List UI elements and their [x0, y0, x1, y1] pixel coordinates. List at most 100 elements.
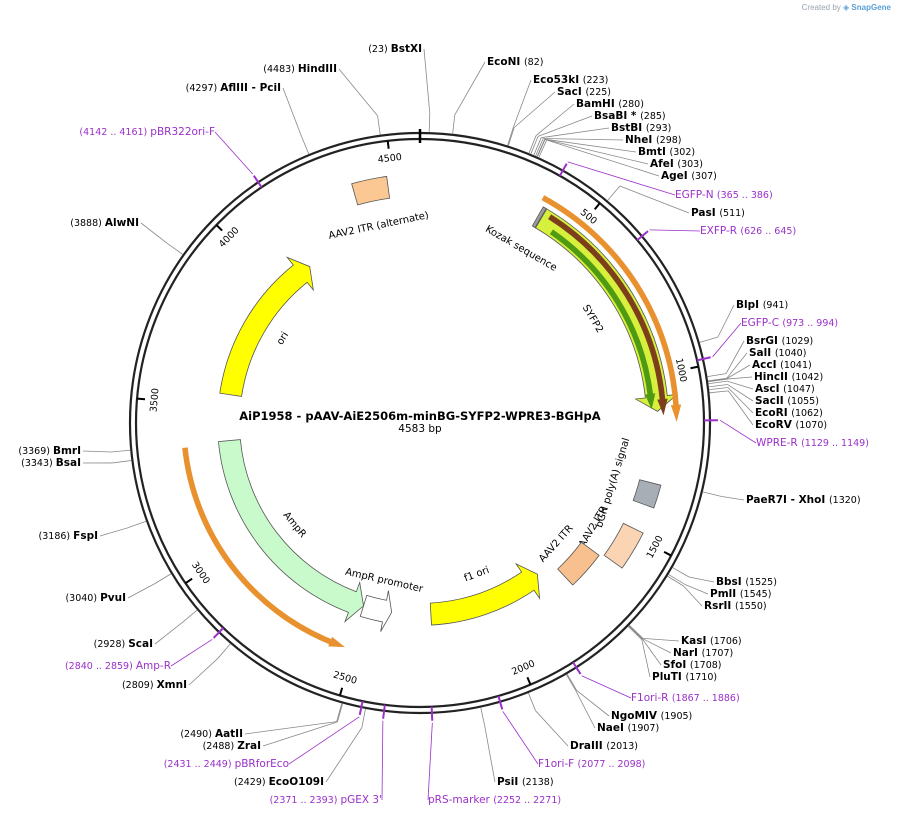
site-leader	[699, 336, 718, 343]
feature-ampr-promoter	[359, 590, 393, 632]
site-label: AfeI (303)	[650, 158, 703, 170]
site-sfoi: SfoI (1708)	[628, 625, 722, 671]
site-leader	[707, 377, 727, 382]
site-paer7i-xhoi: PaeR7I - XhoI (1320)	[702, 491, 861, 506]
site-leader	[507, 127, 514, 146]
site-label: (3888) AlwNI	[70, 217, 139, 229]
site-leader	[154, 573, 172, 584]
site-label: BstBI (293)	[611, 122, 671, 134]
site-bsai: (3343) BsaI	[21, 457, 132, 469]
site-leader	[536, 139, 546, 157]
site-connector	[140, 222, 168, 244]
site-leader	[301, 136, 310, 155]
site-label: Eco53kI (223)	[533, 74, 608, 86]
site-connector	[541, 127, 610, 139]
site-blpi: BlpI (941)	[699, 299, 788, 343]
site-fspi: (3186) FspI	[39, 520, 147, 542]
site-leader	[628, 625, 643, 640]
site-label: (3343) BsaI	[21, 457, 81, 469]
plasmid-title: AiP1958 - pAAV-AiE2506m-minBG-SYFP2-WPRE…	[239, 409, 601, 423]
tick-label-1000: 1000	[673, 357, 689, 383]
primer-label: (4142 .. 4161) pBR322ori-F	[79, 126, 215, 138]
feature-kozak-sequence	[531, 206, 547, 229]
primer-leader	[581, 675, 632, 699]
primer-exfp-r: EXFP-R (626 .. 645)	[636, 225, 796, 241]
orf-arc-0	[541, 195, 682, 423]
site-acci: AccI (1041)	[707, 359, 812, 382]
primer-mark	[572, 661, 582, 675]
primer-leader	[170, 639, 213, 667]
site-connector	[688, 576, 715, 583]
site-label: EcoNI (82)	[487, 56, 543, 68]
primer-wpre-r: WPRE-R (1129 .. 1149)	[703, 419, 869, 449]
site-connector	[727, 384, 754, 402]
primer-pgex-3: (2371 .. 2393) pGEX 3'	[270, 704, 386, 806]
site-connector	[545, 138, 649, 165]
site-pmli: PmlI (1545)	[668, 574, 771, 600]
site-label: (4483) HindIII	[263, 63, 337, 75]
site-label: PmlI (1545)	[710, 588, 771, 600]
primer-mark	[430, 706, 434, 721]
site-leader	[537, 139, 546, 157]
site-connector	[575, 690, 596, 729]
site-connector	[576, 690, 610, 717]
feature-ampr	[218, 439, 364, 623]
site-label: PasI (511)	[691, 207, 745, 219]
site-bsabi: BsaBI * (285)	[530, 110, 666, 155]
site-label: DraIII (2013)	[570, 740, 638, 752]
tick-label-2500: 2500	[332, 670, 358, 687]
site-connector	[543, 138, 624, 141]
site-connector	[454, 61, 486, 116]
site-connector	[726, 364, 751, 379]
site-leader	[707, 373, 727, 378]
primer-leader	[719, 419, 757, 444]
site-leader	[672, 567, 690, 578]
site-pvui: (3040) PvuI	[65, 573, 172, 604]
site-label: BmtI (302)	[638, 146, 695, 158]
site-label: BamHI (280)	[576, 98, 644, 110]
site-connector	[535, 710, 569, 747]
primer-f1ori-f: F1ori-F (2077 .. 2098)	[497, 695, 645, 770]
site-leader	[566, 673, 578, 691]
site-label: SacII (1055)	[755, 395, 819, 407]
tick-mark-3000	[184, 577, 193, 585]
primer-mark	[382, 704, 386, 719]
site-nhei: NheI (298)	[535, 134, 682, 157]
site-leader	[629, 624, 644, 639]
site-connector	[484, 726, 496, 783]
primer-mark	[696, 356, 711, 362]
site-connector	[725, 340, 745, 374]
site-leader	[528, 692, 536, 711]
credit-brand: SnapGene	[851, 3, 891, 12]
site-leader	[566, 674, 577, 692]
primer-f1ori-r: F1ori-R (1867 .. 1886)	[572, 661, 740, 704]
site-leader	[377, 115, 381, 135]
site-leader	[530, 136, 539, 155]
site-label: EcoRI (1062)	[755, 407, 823, 419]
snapgene-credit: Created by ◈ SnapGene	[802, 3, 891, 12]
site-leader	[128, 520, 147, 529]
tick-mark-4500	[386, 140, 390, 149]
primer-leader	[427, 722, 433, 801]
site-label: PsiI (2138)	[497, 776, 554, 788]
site-label: NaeI (1907)	[597, 722, 659, 734]
site-naei: NaeI (1907)	[566, 674, 659, 734]
feature-ori	[219, 256, 314, 397]
primer-label: EGFP-C (973 .. 994)	[741, 317, 838, 329]
tick-mark-500	[593, 202, 601, 210]
site-leader	[336, 703, 343, 722]
site-leader	[627, 626, 643, 640]
site-bmri: (3369) BmrI	[18, 445, 131, 457]
primer-label: (2371 .. 2393) pGEX 3'	[270, 794, 382, 806]
site-pasi: PasI (511)	[607, 185, 745, 219]
site-connector	[325, 727, 363, 783]
site-leader	[361, 708, 366, 728]
site-ecori: EcoRI (1062)	[709, 387, 823, 419]
primer-egfp-c: EGFP-C (973 .. 994)	[696, 317, 838, 362]
site-label: (23) BstXI	[368, 43, 422, 55]
site-afliii-pcii: (4297) AflIII - PciI	[186, 82, 310, 155]
site-leader	[709, 390, 729, 394]
orf-layer	[182, 195, 682, 648]
site-bstxi: (23) BstXI	[368, 43, 431, 133]
site-draiii: DraIII (2013)	[528, 692, 638, 752]
